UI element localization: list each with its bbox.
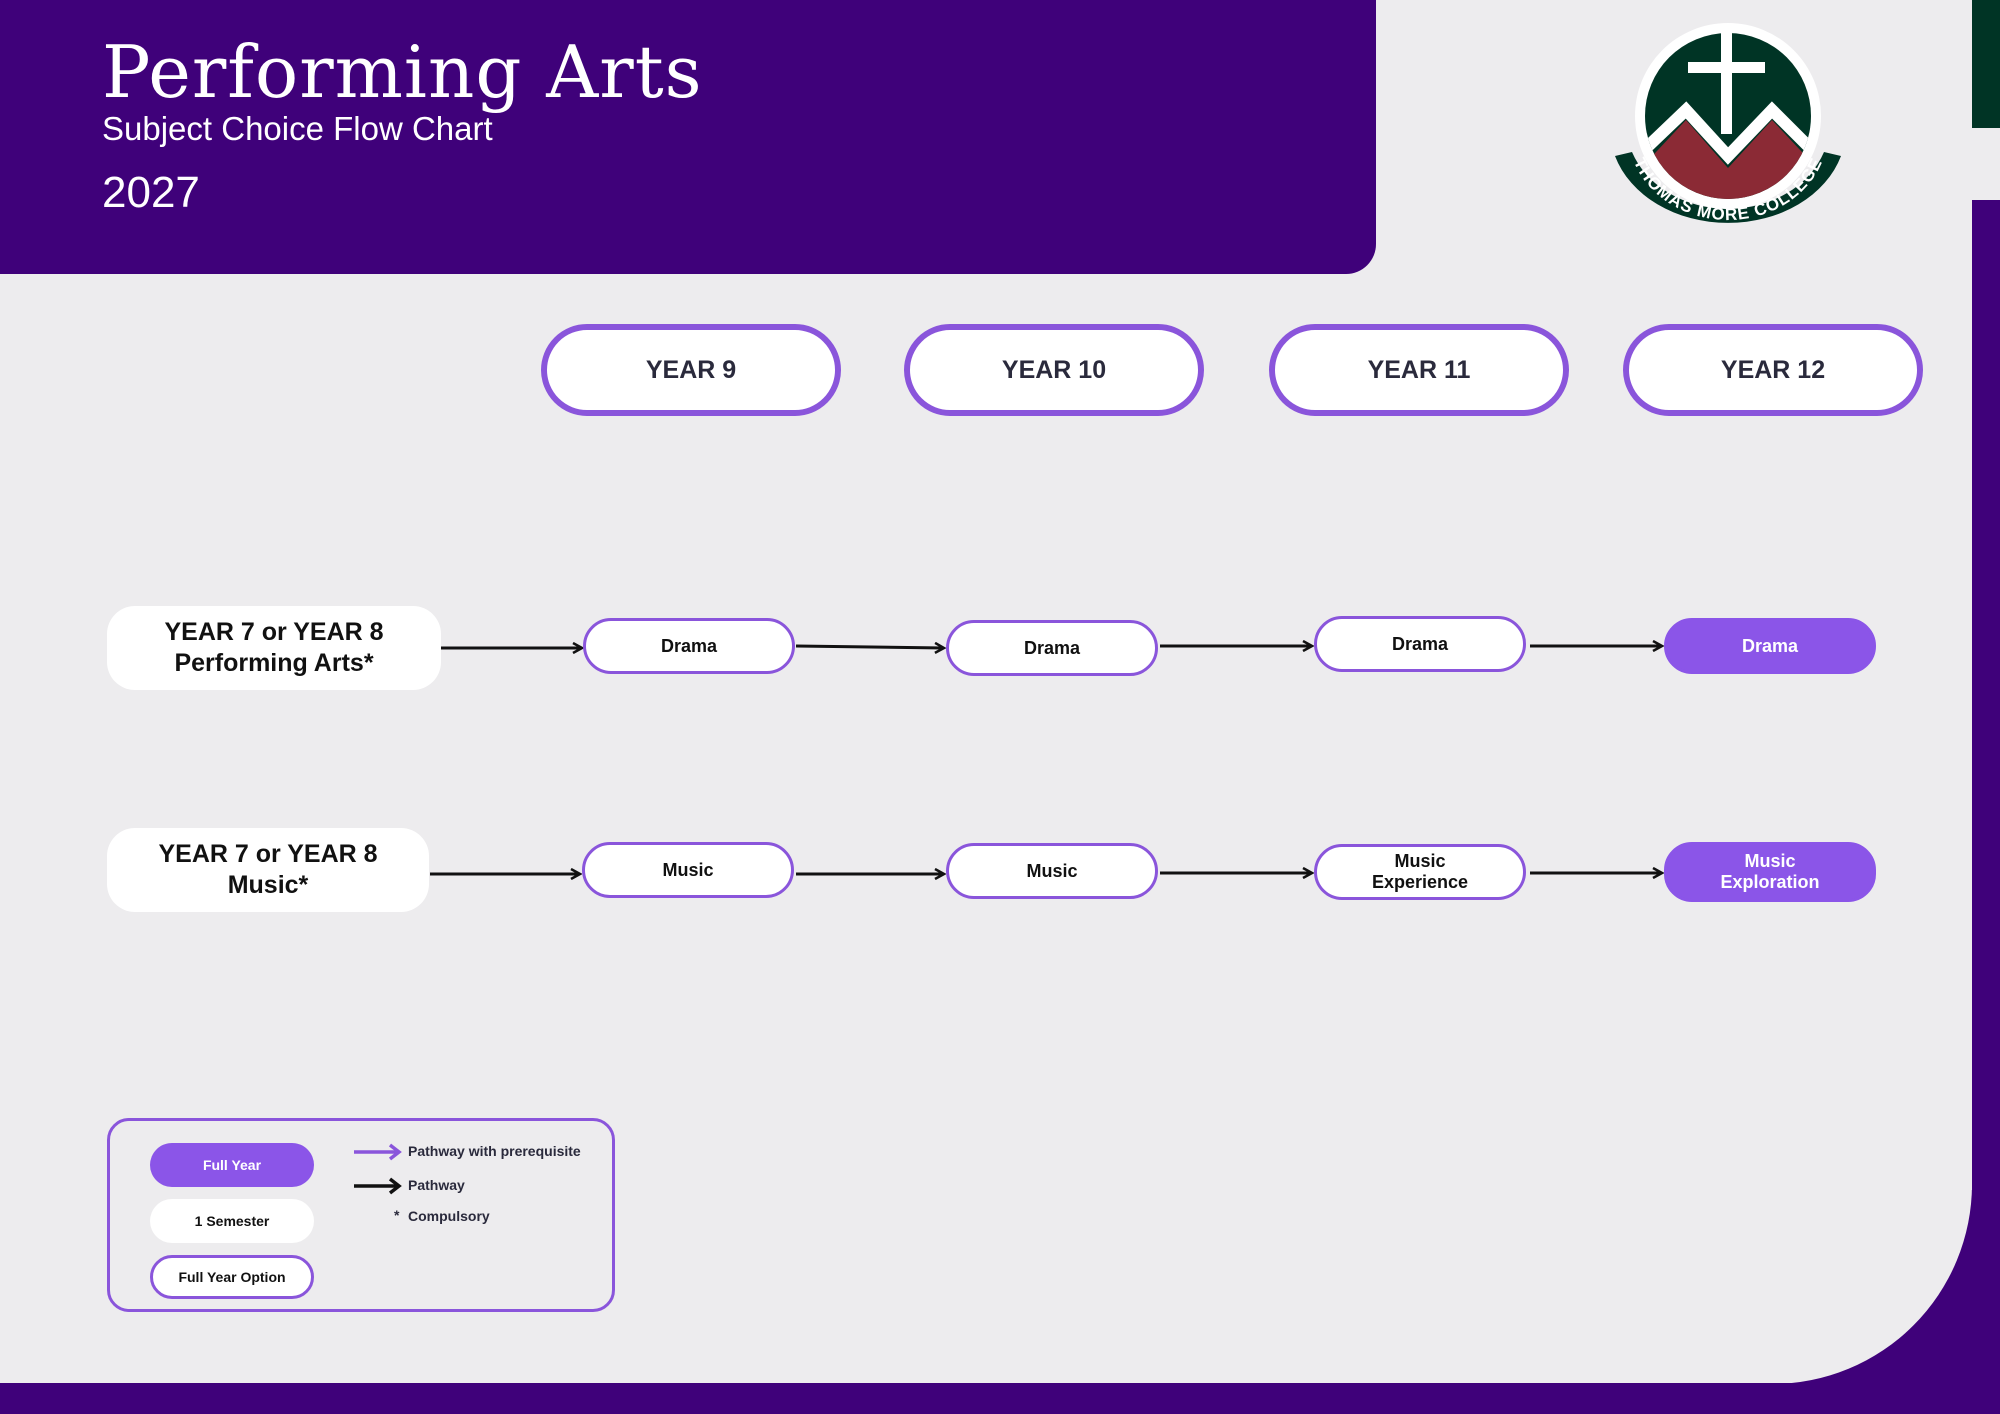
compulsory-asterisk: * (394, 1207, 400, 1223)
header-banner: Performing Arts Subject Choice Flow Char… (0, 0, 1376, 274)
node-music-year-10: Music (946, 843, 1158, 899)
legend-compulsory-label: Compulsory (408, 1208, 490, 1224)
page-title: Performing Arts (102, 30, 703, 114)
legend-pathway-label: Pathway (408, 1177, 465, 1193)
start-box-line: Music* (227, 871, 309, 899)
node-drama-year-12: Drama (1664, 618, 1876, 674)
node-drama-year-11: Drama (1314, 616, 1526, 672)
page-year: 2027 (102, 168, 200, 217)
start-box-music: YEAR 7 or YEAR 8 Music* (107, 828, 429, 912)
legend: Full Year 1 Semester Full Year Option Pa… (107, 1118, 615, 1312)
node-drama-year-9: Drama (583, 618, 795, 674)
start-box-line: Performing Arts* (174, 649, 374, 677)
right-edge-light-band (1972, 128, 2000, 200)
college-logo: THOMAS MORE COLLEGE (1615, 23, 1841, 224)
pathway-arrow (795, 646, 944, 648)
legend-prerequisite-label: Pathway with prerequisite (408, 1143, 581, 1159)
right-edge-green-band (1972, 0, 2000, 128)
logo-banner (1615, 152, 1841, 223)
year-header-10: YEAR 10 (904, 324, 1204, 416)
node-music-year-9: Music (582, 842, 794, 898)
page-subtitle: Subject Choice Flow Chart (102, 110, 493, 147)
right-edge-strip (1972, 0, 2000, 1414)
year-header-12: YEAR 12 (1623, 324, 1923, 416)
start-box-performing-arts: YEAR 7 or YEAR 8 Performing Arts* (107, 606, 441, 690)
year-header-9: YEAR 9 (541, 324, 841, 416)
legend-full-year-option: Full Year Option (150, 1255, 314, 1299)
cross-icon (1721, 32, 1732, 134)
prerequisite-arrow-icon (354, 1143, 402, 1161)
legend-full-year: Full Year (150, 1143, 314, 1187)
start-box-line: YEAR 7 or YEAR 8 (164, 618, 384, 646)
bottom-bar (0, 1383, 2000, 1414)
legend-semester: 1 Semester (150, 1199, 314, 1243)
year-header-11: YEAR 11 (1269, 324, 1569, 416)
pathway-arrow-icon (354, 1177, 402, 1195)
bottom-right-curve (1572, 984, 1972, 1384)
start-box-line: YEAR 7 or YEAR 8 (158, 840, 378, 868)
node-drama-year-10: Drama (946, 620, 1158, 676)
